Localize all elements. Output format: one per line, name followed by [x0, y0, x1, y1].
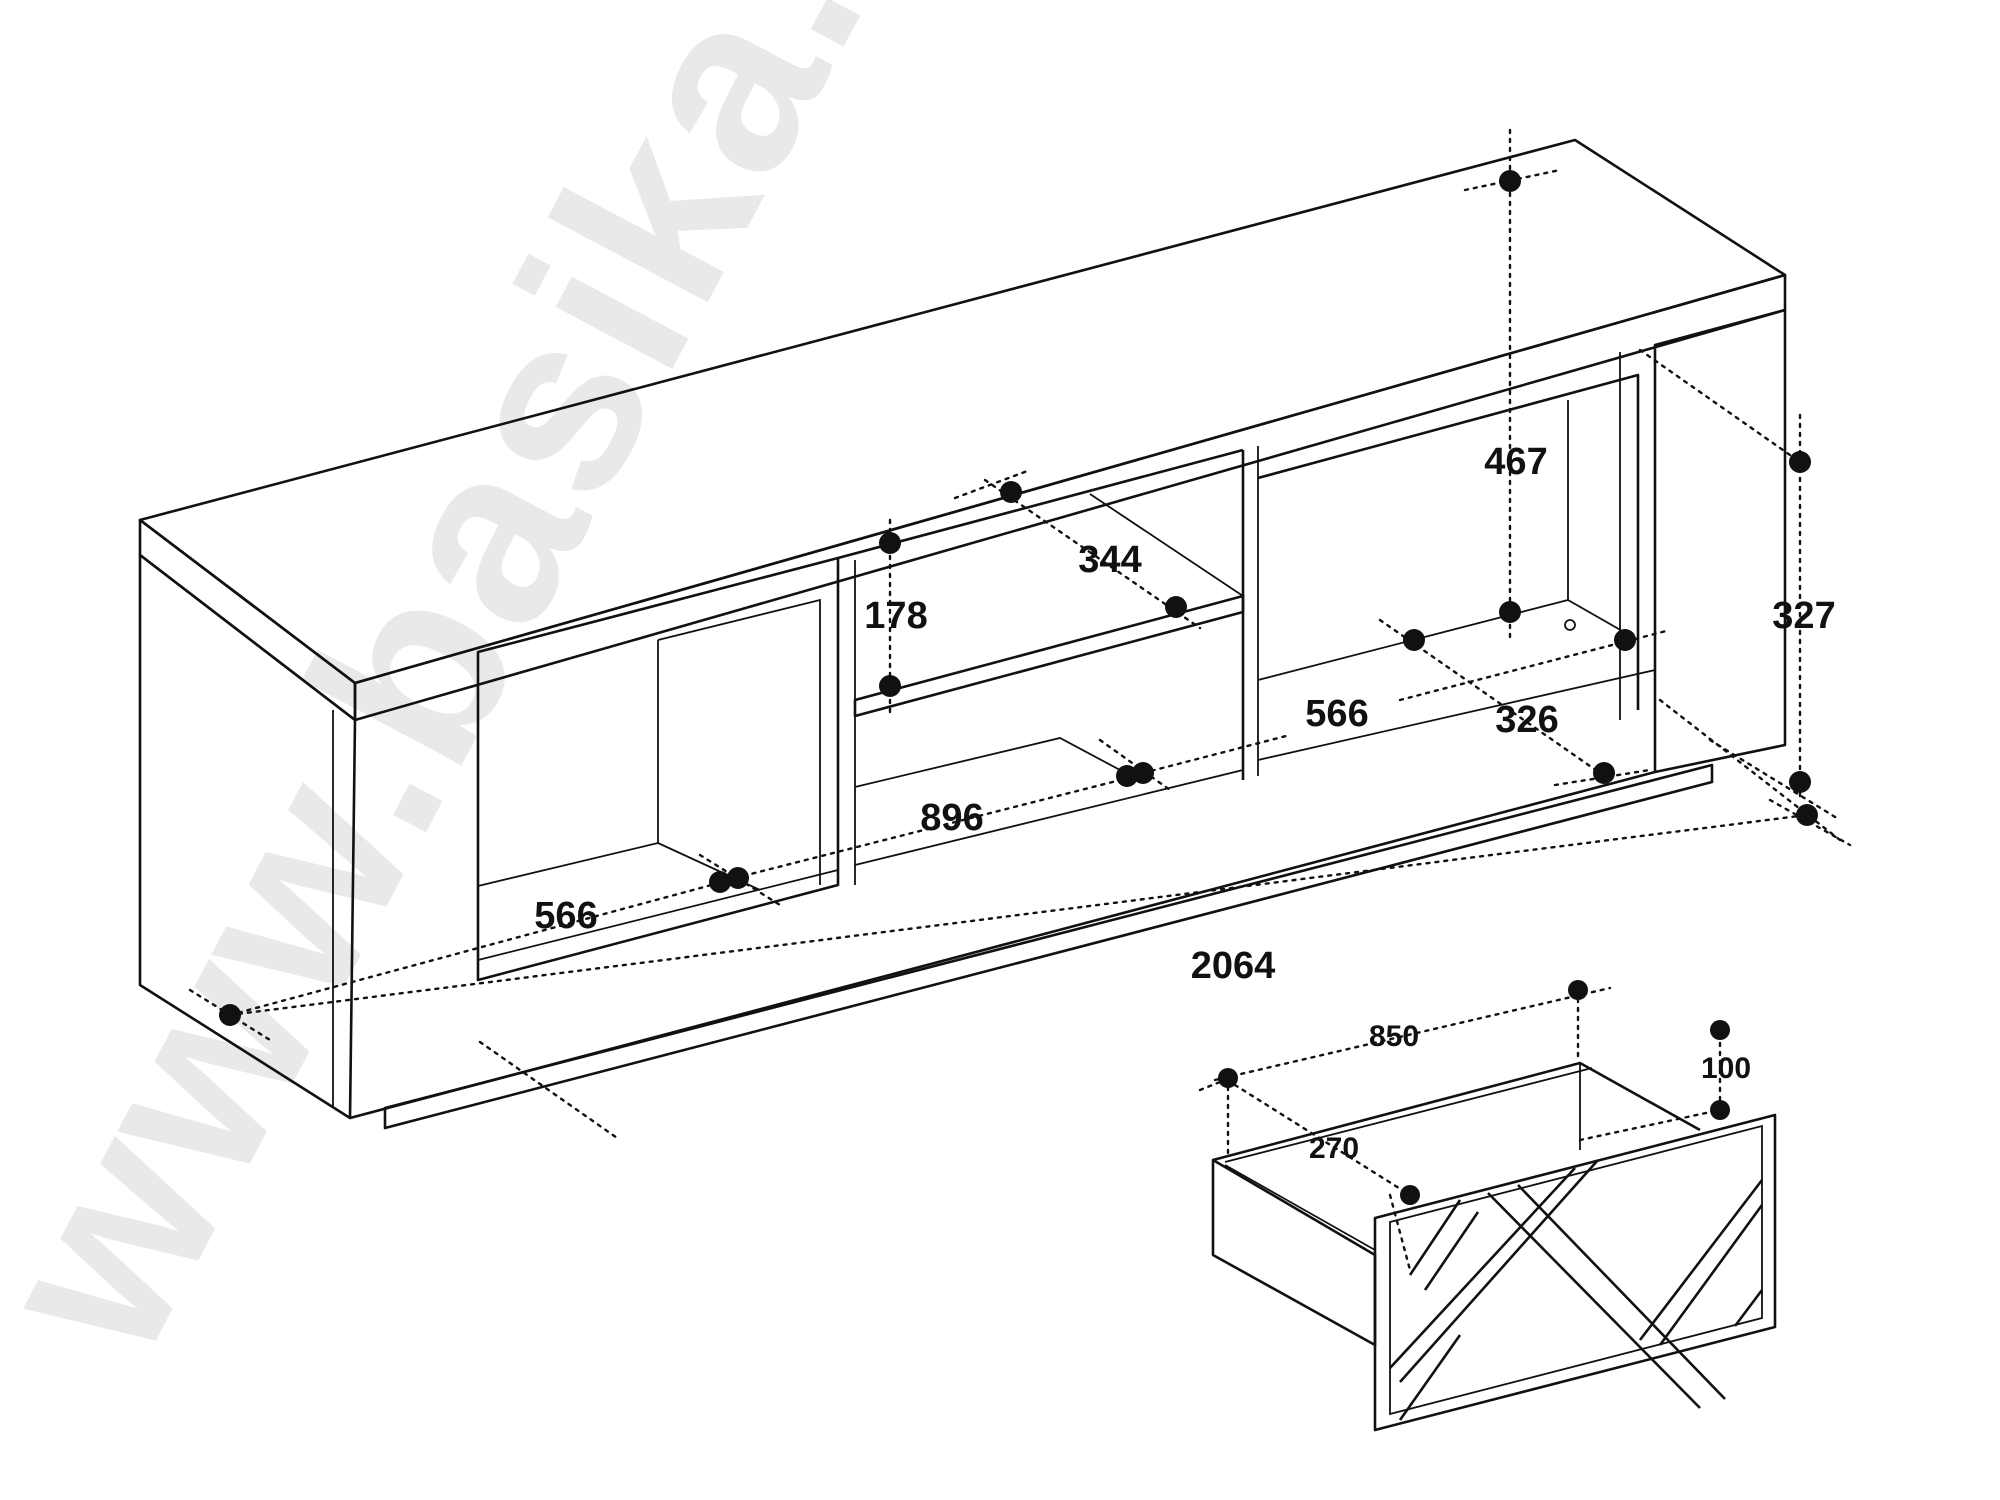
- dim-dot: [709, 871, 731, 893]
- dim-tick: [478, 1040, 622, 1142]
- x-pattern-stroke: [1733, 1289, 1764, 1327]
- dim-line-middle-niche: [733, 773, 1142, 880]
- cable-hole: [1564, 619, 1576, 631]
- drawer-side-inner: [1224, 1164, 1376, 1251]
- dim-dot: [1710, 1100, 1730, 1120]
- dim-tick: [1638, 348, 1802, 464]
- dim-tick: [1098, 738, 1172, 792]
- dim-dot: [879, 675, 901, 697]
- drawer-front-inner: [1389, 1124, 1763, 1416]
- label-shelf-gap: 178: [864, 595, 927, 637]
- x-pattern-stroke: [1638, 1179, 1764, 1341]
- label-right-niche-depth: 326: [1495, 699, 1558, 741]
- dim-dot: [1710, 1020, 1730, 1040]
- right-compartment-back: [1567, 400, 1639, 641]
- drawer-front-panel: [1373, 1113, 1777, 1432]
- drawer: [1211, 1061, 1777, 1432]
- label-middle-niche-width: 896: [920, 797, 983, 839]
- dim-line-shelf-depth: [983, 478, 1202, 630]
- dim-line-right-niche-b: [1398, 628, 1672, 702]
- dim-dot: [1400, 1185, 1420, 1205]
- dim-dot: [1499, 170, 1521, 192]
- x-pattern-stroke: [1389, 1167, 1576, 1369]
- dim-line-side: [1658, 698, 1842, 842]
- dim-line-left-niche: [228, 878, 732, 1017]
- left-compartment-back: [657, 598, 821, 885]
- dim-tick: [1553, 768, 1652, 787]
- tv-cabinet: [138, 138, 1787, 1130]
- dim-dot: [1403, 629, 1425, 651]
- x-pattern-stroke: [1408, 1199, 1462, 1276]
- dim-dot: [1614, 629, 1636, 651]
- dim-line-drawer-depth: [1233, 1083, 1412, 1197]
- dim-line-total-width: [228, 813, 1809, 1017]
- label-right-niche-width: 566: [1305, 693, 1368, 735]
- middle-lower-back: [854, 737, 1136, 788]
- drawer-dimension-lines: [1198, 980, 1730, 1272]
- x-pattern-stroke: [1658, 1204, 1764, 1346]
- left-compartment-frame: [476, 556, 840, 982]
- label-total-width: 2064: [1191, 945, 1276, 987]
- cabinet-dimension-lines: [188, 128, 1852, 1142]
- left-compartment-floor-line: [477, 842, 659, 887]
- cabinet-right-side: [1653, 308, 1787, 774]
- cabinet-plinth: [383, 763, 1714, 1130]
- dim-dot: [1593, 762, 1615, 784]
- label-drawer-depth: 270: [1309, 1132, 1359, 1165]
- label-drawer-height: 100: [1701, 1052, 1751, 1085]
- x-pattern-stroke: [1399, 1159, 1599, 1383]
- dim-dot: [1000, 481, 1022, 503]
- middle-top-rail: [837, 448, 1244, 560]
- dim-tick: [1578, 1108, 1722, 1142]
- dim-tick: [953, 468, 1032, 500]
- x-pattern-stroke: [1487, 1192, 1701, 1409]
- label-drawer-width: 850: [1369, 1020, 1419, 1053]
- label-left-niche-width: 566: [534, 895, 597, 937]
- label-height: 327: [1772, 595, 1835, 637]
- dim-tick: [1708, 738, 1842, 822]
- dim-tick: [1388, 1193, 1412, 1272]
- dim-dot: [1789, 451, 1811, 473]
- dim-line-right-niche-a: [1141, 733, 1292, 775]
- right-compartment-front-rail: [1257, 669, 1656, 761]
- drawer-top-rim-inner: [1224, 1067, 1593, 1163]
- label-depth: 467: [1484, 441, 1547, 483]
- middle-floor-front: [854, 769, 1244, 866]
- watermark: www.basika.fr: [0, 0, 1008, 1396]
- dim-dot: [1499, 601, 1521, 623]
- left-compartment-floor-front: [477, 869, 839, 961]
- right-compartment-frame: [1257, 373, 1640, 710]
- watermark-text: www.basika.fr: [0, 0, 1008, 1396]
- drawer-side-panel: [1211, 1158, 1377, 1347]
- drawer-dimension-labels: 850 270 100: [1309, 1020, 1751, 1165]
- dim-dot: [727, 867, 749, 889]
- dim-dot: [879, 532, 901, 554]
- dim-dot: [1165, 596, 1187, 618]
- x-pattern-stroke: [1398, 1334, 1462, 1421]
- x-pattern-stroke: [1517, 1184, 1726, 1400]
- drawer-front-x-pattern: [1389, 1159, 1764, 1421]
- label-shelf-depth: 344: [1078, 539, 1141, 581]
- dim-dot: [1789, 771, 1811, 793]
- middle-shelf-back: [1089, 493, 1244, 597]
- dim-dot: [1796, 804, 1818, 826]
- cabinet-dimension-labels: 2064 467 327 566 896 344 178 566 326: [534, 441, 1835, 987]
- x-pattern-stroke: [1423, 1211, 1480, 1291]
